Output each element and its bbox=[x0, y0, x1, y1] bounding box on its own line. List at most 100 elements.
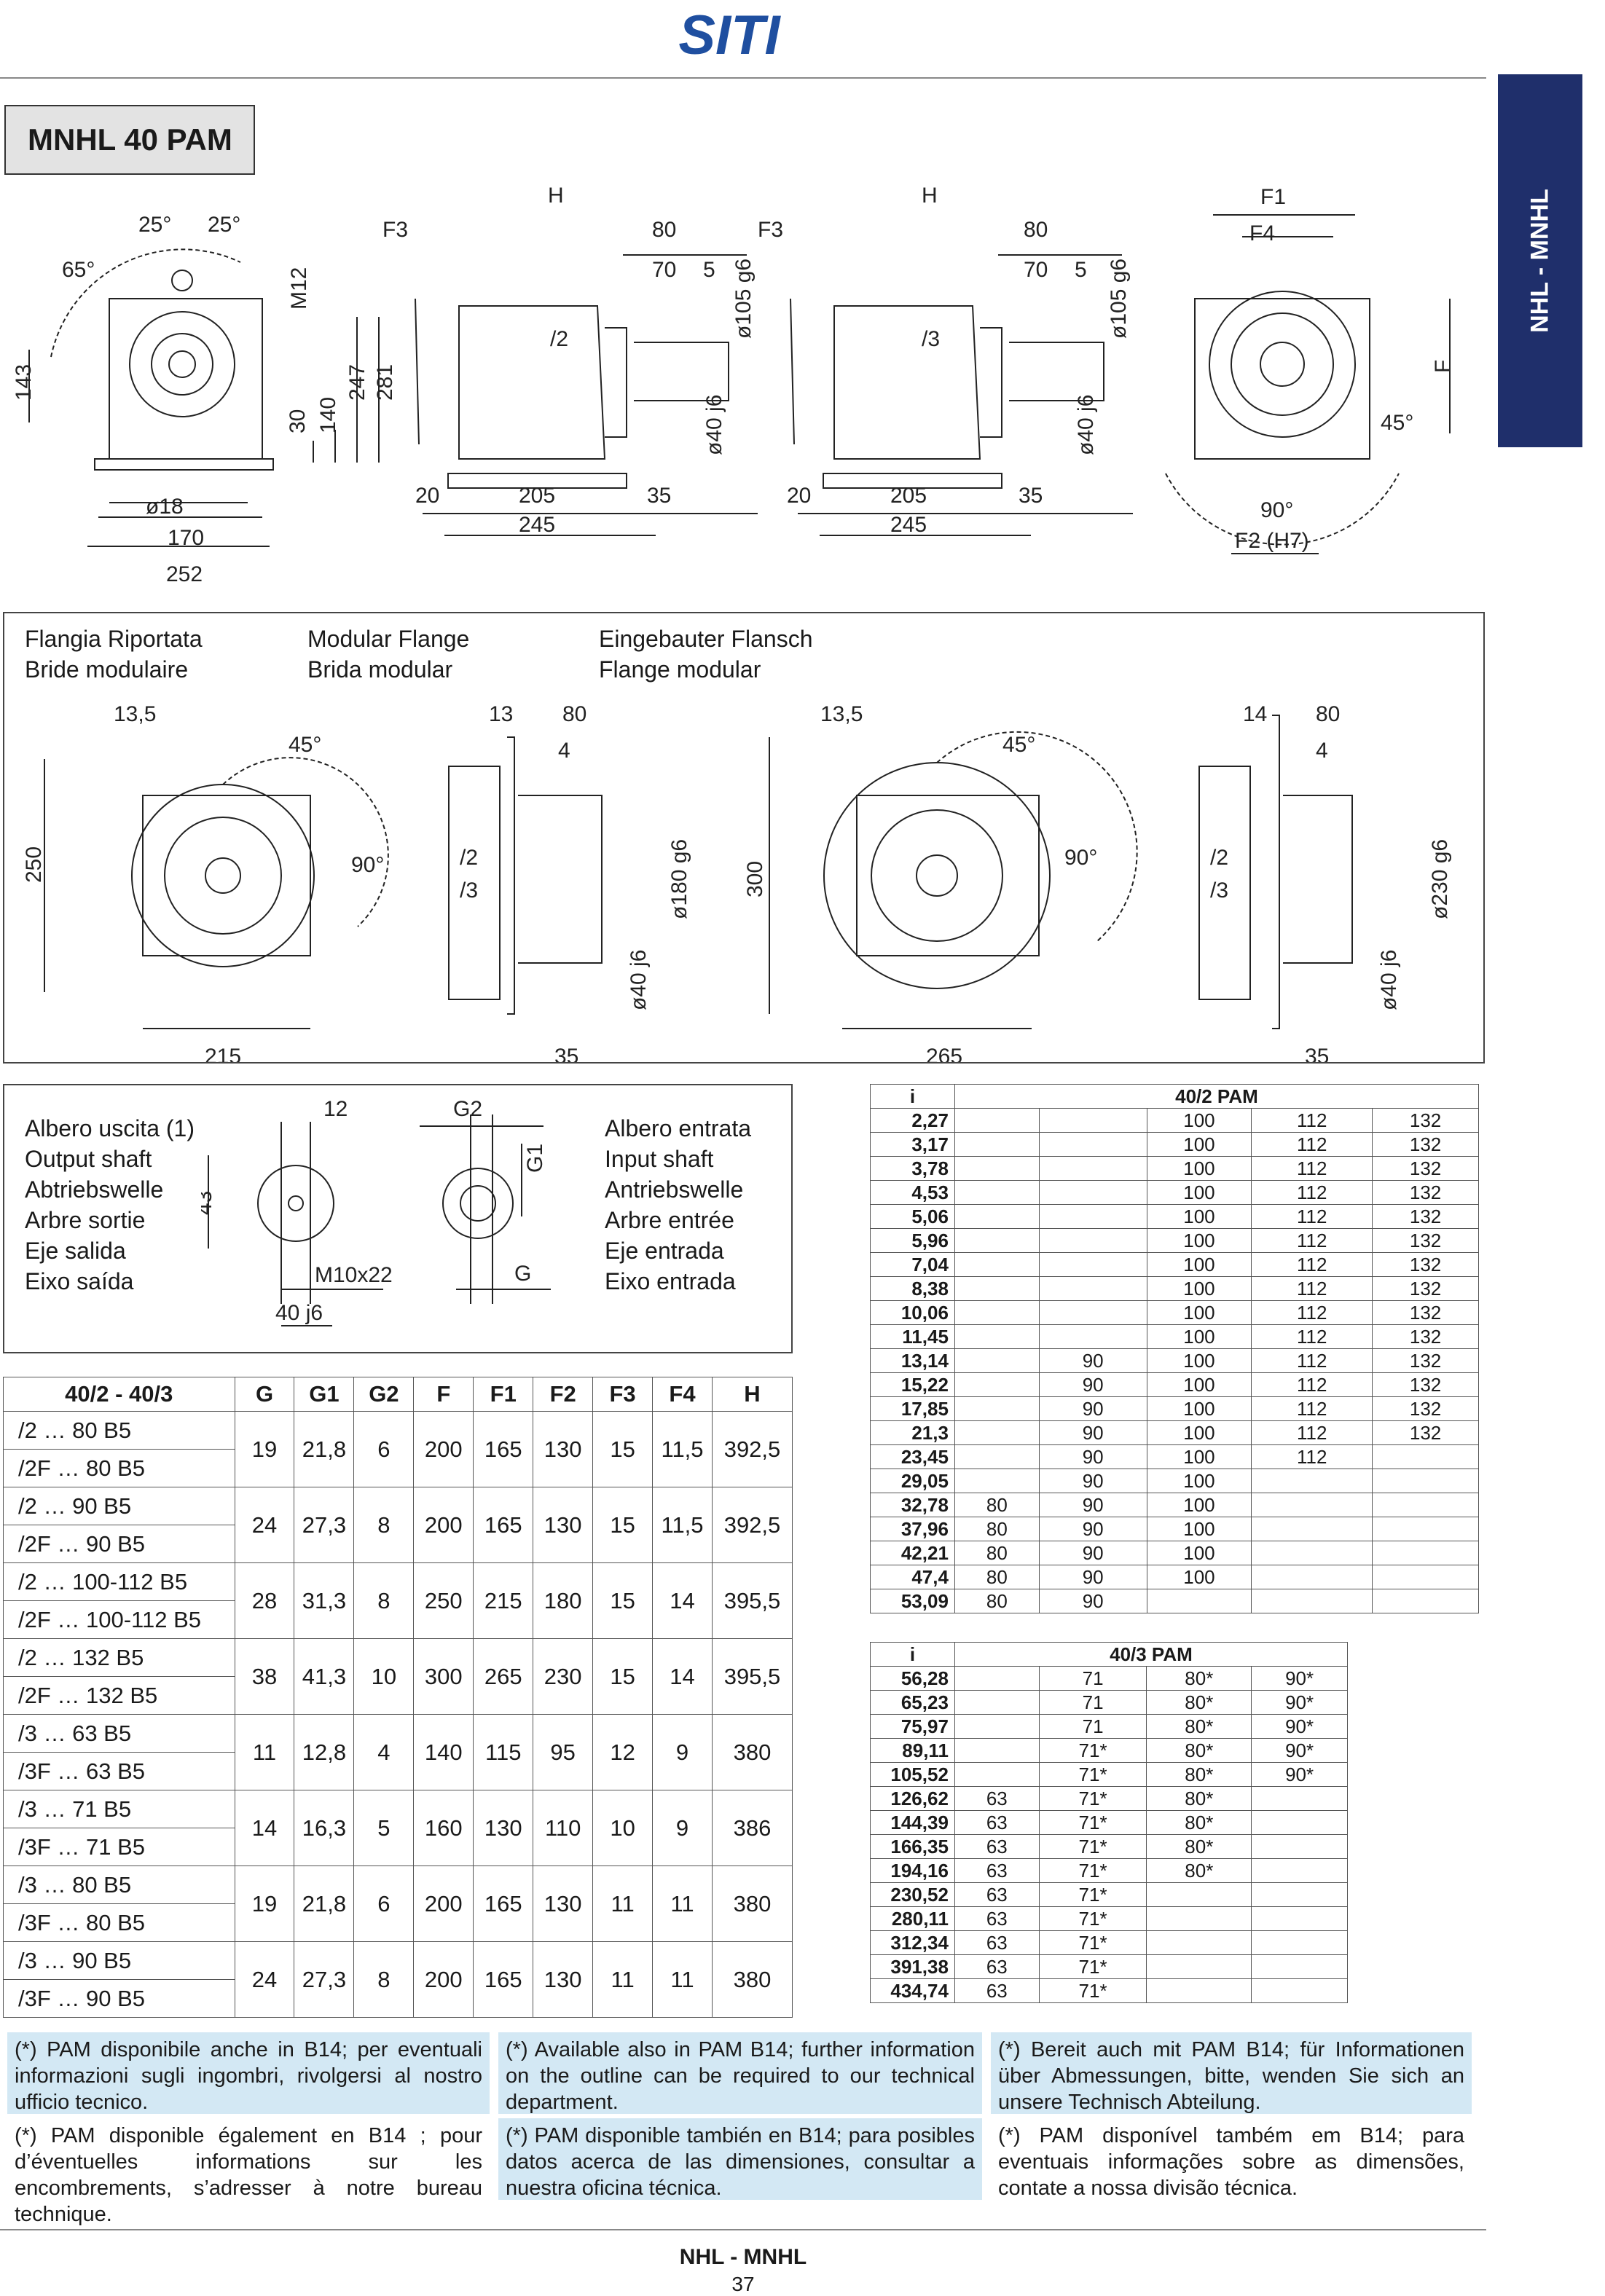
flange-dim-13-5: 13,5 bbox=[114, 702, 156, 726]
ratio-i-value: 391,38 bbox=[870, 1954, 955, 1979]
ratio-size-value: 132 bbox=[1372, 1348, 1479, 1373]
ratio-i-header: i bbox=[870, 1084, 955, 1109]
ratio-size-value bbox=[1146, 1978, 1252, 2003]
dim-f2: F2 (H7) bbox=[1235, 529, 1309, 553]
dimension-row-label: /3 … 90 B5 bbox=[3, 1941, 235, 1980]
flange-dim-4-a: 4 bbox=[558, 739, 570, 763]
ratio-size-value: 80* bbox=[1146, 1858, 1252, 1883]
dimension-value: 180 bbox=[533, 1562, 594, 1639]
ratio-size-value bbox=[954, 1228, 1040, 1253]
ratio-size-value: 63 bbox=[954, 1954, 1040, 1979]
ratio-i-value: 3,17 bbox=[870, 1132, 955, 1157]
dimension-value: 21,8 bbox=[294, 1866, 355, 1942]
flange-dim-o40-a: ø40 j6 bbox=[627, 950, 651, 1010]
siti-logo: SITI bbox=[678, 6, 781, 64]
shaft-panel: Albero uscita (1) Output shaft Abtriebsw… bbox=[3, 1084, 793, 1353]
ratio-size-value: 80 bbox=[954, 1493, 1040, 1517]
ratio-size-value bbox=[1251, 1493, 1373, 1517]
dimension-value: 130 bbox=[533, 1866, 594, 1942]
dim-70-2: 70 bbox=[1024, 258, 1048, 282]
dimension-header-cell: F bbox=[413, 1377, 474, 1412]
dimension-value: 5 bbox=[353, 1790, 415, 1866]
ratio-i-value: 75,97 bbox=[870, 1714, 955, 1739]
dimension-value: 8 bbox=[353, 1562, 415, 1639]
label-line: Arbre entrée bbox=[605, 1207, 734, 1233]
ratio-size-value: 132 bbox=[1372, 1204, 1479, 1229]
ratio-i-value: 37,96 bbox=[870, 1517, 955, 1541]
ratio-size-value: 100 bbox=[1146, 1469, 1252, 1493]
dimension-value: 265 bbox=[473, 1638, 534, 1715]
dimension-value: 16,3 bbox=[294, 1790, 355, 1866]
ratio-size-value: 90 bbox=[1038, 1444, 1147, 1469]
dimension-value: 31,3 bbox=[294, 1562, 355, 1639]
ratio-size-value bbox=[954, 1300, 1040, 1325]
ratio-size-value bbox=[1372, 1565, 1479, 1589]
dimension-value: 95 bbox=[533, 1714, 594, 1790]
ratio-size-value: 90 bbox=[1038, 1565, 1147, 1589]
flange-dim-90-b: 90° bbox=[1064, 846, 1097, 870]
dim-143: 143 bbox=[12, 364, 36, 401]
ratio-size-value bbox=[954, 1444, 1040, 1469]
ratio-title: 40/2 PAM bbox=[954, 1084, 1480, 1109]
dimension-header-cell: F1 bbox=[473, 1377, 534, 1412]
ratio-size-value bbox=[954, 1108, 1040, 1133]
flange-dim-80-a: 80 bbox=[562, 702, 586, 726]
ratio-size-value bbox=[1251, 1541, 1373, 1565]
ratio-size-value bbox=[954, 1666, 1040, 1691]
ratio-size-value: 71* bbox=[1038, 1786, 1147, 1811]
dimension-value: 110 bbox=[533, 1790, 594, 1866]
dimension-value: 9 bbox=[652, 1714, 713, 1790]
dim-o18: ø18 bbox=[146, 495, 184, 519]
ratio-size-value bbox=[954, 1132, 1040, 1157]
ratio-i-value: 126,62 bbox=[870, 1786, 955, 1811]
ratio-size-value: 71* bbox=[1038, 1738, 1147, 1763]
ratio-size-value: 90 bbox=[1038, 1469, 1147, 1493]
ratio-i-value: 5,06 bbox=[870, 1204, 955, 1229]
ratio-size-value: 80 bbox=[954, 1541, 1040, 1565]
dimension-row-label: /2F … 90 B5 bbox=[3, 1525, 235, 1563]
flange-stage-2-a: /2 bbox=[460, 846, 478, 870]
dim-205-2: 205 bbox=[890, 484, 927, 508]
dimension-row-label: /2 … 100-112 B5 bbox=[3, 1562, 235, 1601]
dimension-row: /2F … 80 B5 bbox=[3, 1449, 793, 1487]
note-spanish: (*) PAM disponible también en B14; para … bbox=[498, 2118, 982, 2200]
ratio-size-value bbox=[1038, 1228, 1147, 1253]
dimension-value: 165 bbox=[473, 1411, 534, 1487]
ratio-i-value: 230,52 bbox=[870, 1882, 955, 1907]
dimension-value: 130 bbox=[533, 1941, 594, 2018]
ratio-size-value bbox=[954, 1420, 1040, 1445]
dimension-value: 15 bbox=[592, 1562, 654, 1639]
ratio-size-value: 90 bbox=[1038, 1493, 1147, 1517]
ratio-size-value: 112 bbox=[1251, 1204, 1373, 1229]
ratio-size-value: 90 bbox=[1038, 1541, 1147, 1565]
flange-dim-14: 14 bbox=[1243, 702, 1267, 726]
dimension-value: 130 bbox=[473, 1790, 534, 1866]
ratio-size-value bbox=[1038, 1276, 1147, 1301]
ratio-size-value: 112 bbox=[1251, 1420, 1373, 1445]
ratio-size-value: 100 bbox=[1146, 1396, 1252, 1421]
ratio-i-value: 10,06 bbox=[870, 1300, 955, 1325]
ratio-size-value: 112 bbox=[1251, 1276, 1373, 1301]
ratio-size-value: 132 bbox=[1372, 1108, 1479, 1133]
ratio-i-value: 17,85 bbox=[870, 1396, 955, 1421]
ratio-size-value bbox=[954, 1180, 1040, 1205]
ratio-size-value bbox=[1251, 1834, 1348, 1859]
dimension-header-cell: G2 bbox=[353, 1377, 415, 1412]
dimension-value: 9 bbox=[652, 1790, 713, 1866]
ratio-size-value: 90 bbox=[1038, 1348, 1147, 1373]
dimension-value: 11 bbox=[592, 1866, 654, 1942]
ratio-size-value: 100 bbox=[1146, 1252, 1252, 1277]
ratio-size-value: 80* bbox=[1146, 1834, 1252, 1859]
ratio-size-value bbox=[1251, 1810, 1348, 1835]
ratio-i-value: 166,35 bbox=[870, 1834, 955, 1859]
